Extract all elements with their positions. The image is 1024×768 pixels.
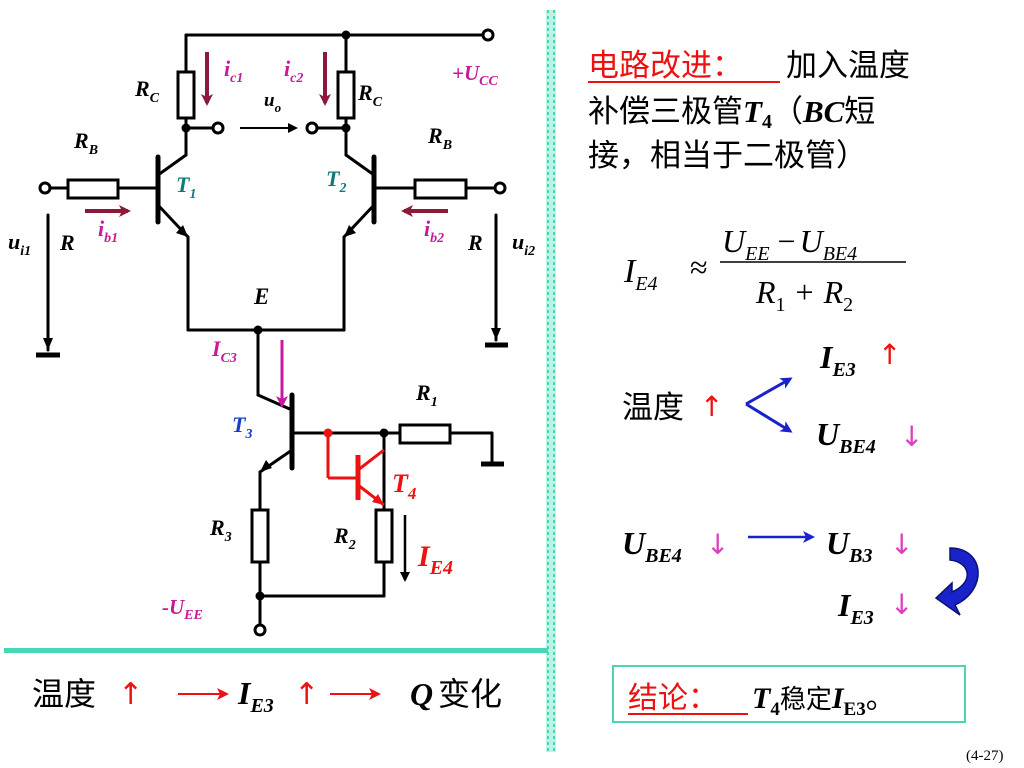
right-panel: 电路改进： 加入温度 补偿三极管T4（BC短 接，相当于二极管） IE4 ≈ U… xyxy=(588,48,979,723)
bottom-chain: 温度 ↑ IE3 ↑ Q 变化 xyxy=(32,675,502,717)
r1-label: R1 xyxy=(415,380,438,410)
bottom-ie3: IE3 xyxy=(237,675,274,717)
rp-ube4: UBE4 xyxy=(622,525,682,567)
rb-right-label: RB xyxy=(427,123,452,153)
curved-arrow-icon xyxy=(934,547,979,616)
bottom-temp-text: 温度 xyxy=(32,675,96,713)
t1-label: T1 xyxy=(176,172,196,202)
rp-ube4-down2-icon: ↓ xyxy=(706,528,729,561)
ie4-label: IE4 xyxy=(417,540,453,579)
rp-temp-text: 温度 xyxy=(622,390,684,426)
bottom-change-text: 变化 xyxy=(438,675,502,713)
resistor-rc-left xyxy=(176,70,196,120)
resistor-rc-right xyxy=(336,70,356,120)
ic2-label: ic2 xyxy=(284,56,303,86)
bottom-temp-up-icon: ↑ xyxy=(118,677,143,712)
t4-label: T4 xyxy=(392,469,416,503)
bottom-ie3-up-icon: ↑ xyxy=(294,677,319,712)
t4-emitter-arrow xyxy=(372,494,384,505)
supply-pos-label: +UCC xyxy=(452,61,498,89)
branch-arrows xyxy=(745,377,793,433)
rp-ub3: UB3 xyxy=(826,525,872,567)
r-left-label: R xyxy=(59,230,75,255)
rp-ie3-down-icon: ↓ xyxy=(890,588,913,621)
body-line-1: 加入温度 xyxy=(786,48,910,84)
ic3-label: IC3 xyxy=(211,336,237,366)
ib2-label: ib2 xyxy=(424,216,444,246)
rp-ie3-up-icon: ↑ xyxy=(878,338,901,371)
vertical-divider xyxy=(546,10,556,752)
rp-ie3-top: IE3 xyxy=(819,339,856,381)
resistor-rb-left xyxy=(66,178,120,200)
rp-temp-up-icon: ↑ xyxy=(700,390,723,423)
ib1-label: ib1 xyxy=(98,216,118,246)
improvement-heading: 电路改进： xyxy=(588,48,743,84)
t3-label: T3 xyxy=(232,412,252,442)
ui2-label: ui2 xyxy=(512,229,535,259)
rp-ub3-down-icon: ↓ xyxy=(890,528,913,561)
formula-approx: ≈ xyxy=(690,249,708,285)
t1-emitter-arrow xyxy=(176,225,188,237)
junction-dots xyxy=(181,30,389,601)
ie4-formula: IE4 ≈ UEE−UBE4 R1+R2 xyxy=(623,223,906,316)
supply-neg-label: -UEE xyxy=(162,595,203,623)
r-right-label: R xyxy=(467,230,483,255)
t2-emitter-arrow xyxy=(344,225,356,237)
rb-left-label: RB xyxy=(73,128,98,158)
rc-right-label: RC xyxy=(357,80,383,110)
resistors xyxy=(66,70,468,564)
resistor-r1 xyxy=(398,423,452,445)
t4-transistor xyxy=(326,433,385,507)
formula-denominator: R1+R2 xyxy=(755,274,853,316)
t2-label: T2 xyxy=(326,166,346,196)
t3-emitter-arrow xyxy=(260,460,272,472)
formula-lhs: IE4 xyxy=(623,253,658,295)
ui2-arrow-icon xyxy=(491,328,501,340)
circuit-labels: +UCC RC RC ic1 ic2 uo RB RB T1 T2 ib1 ib… xyxy=(8,56,535,623)
formula-numerator: UEE−UBE4 xyxy=(722,223,857,265)
resistor-r3 xyxy=(250,508,270,564)
rp-ie3-bottom: IE3 xyxy=(837,587,874,629)
node-e-label: E xyxy=(253,284,269,309)
r2-label: R2 xyxy=(333,523,356,553)
rp-ube4-down-icon: ↓ xyxy=(900,420,923,453)
ground-symbols xyxy=(36,342,508,467)
body-line-3: 接，相当于二极管） xyxy=(588,138,867,174)
conclusion-heading: 结论： xyxy=(628,681,718,716)
page-number: (4-27) xyxy=(966,748,1004,764)
conclusion-text: T4稳定IE3。 xyxy=(752,681,896,720)
rp-ube4-top: UBE4 xyxy=(816,416,876,458)
terminals xyxy=(38,28,507,637)
rc-left-label: RC xyxy=(134,76,160,106)
body-line-2: 补偿三极管T4（BC短 xyxy=(588,94,875,133)
ui1-arrow-icon xyxy=(43,338,53,350)
horizontal-divider xyxy=(4,648,548,653)
resistor-r2 xyxy=(374,508,394,564)
ui1-label: ui1 xyxy=(8,229,31,259)
conclusion-box xyxy=(612,665,966,723)
uo-label: uo xyxy=(264,90,282,115)
bottom-q: Q xyxy=(410,676,433,712)
ic1-label: ic1 xyxy=(224,56,243,86)
r3-label: R3 xyxy=(209,515,232,545)
resistor-rb-right xyxy=(413,178,468,200)
